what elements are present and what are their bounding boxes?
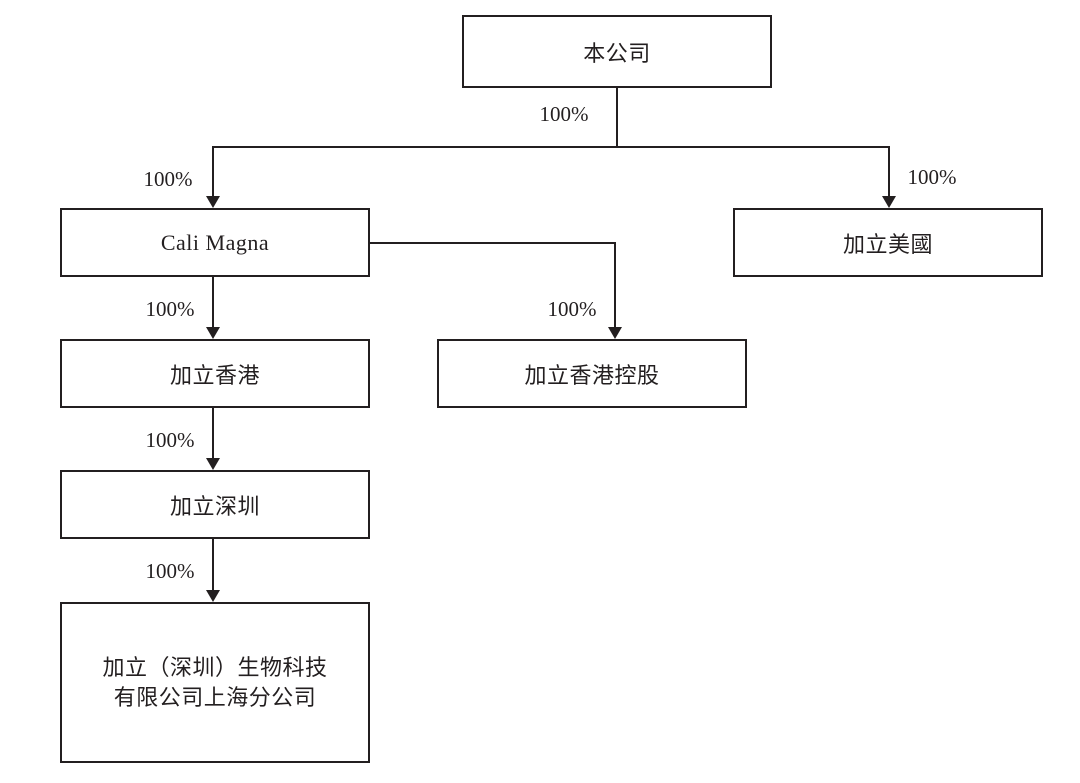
connector-shenzhen-down [212, 539, 214, 592]
arrowhead-into-cali-us [882, 196, 896, 208]
connector-down-to-cali-us [888, 146, 890, 198]
arrowhead-into-shanghai-branch [206, 590, 220, 602]
node-cali-hk: 加立香港 [60, 339, 370, 408]
connector-company-down [616, 88, 618, 148]
arrowhead-into-cali-shenzhen [206, 458, 220, 470]
connector-split-horizontal [212, 146, 890, 148]
edge-label-to-cali-magna: 100% [143, 167, 193, 191]
arrowhead-into-hk-holdings [608, 327, 622, 339]
edge-label-to-cali-hk: 100% [145, 297, 195, 321]
node-cali-us-label: 加立美國 [842, 231, 933, 257]
node-shanghai-branch: 加立（深圳）生物科技 有限公司上海分公司 [60, 602, 370, 763]
node-shanghai-branch-label-line1: 加立（深圳）生物科技 [102, 655, 328, 681]
edge-label-to-cali-us: 100% [907, 165, 957, 189]
node-shanghai-branch-label: 加立（深圳）生物科技 有限公司上海分公司 [102, 653, 327, 711]
node-cali-us: 加立美國 [733, 208, 1043, 277]
node-cali-hk-holdings: 加立香港控股 [437, 339, 747, 408]
connector-cali-magna-right [370, 242, 616, 244]
node-cali-magna-label: Cali Magna [160, 229, 270, 255]
node-parent-company: 本公司 [462, 15, 772, 88]
node-cali-magna: Cali Magna [60, 208, 370, 277]
node-cali-shenzhen-label: 加立深圳 [169, 493, 260, 519]
connector-hk-down [212, 408, 214, 460]
node-cali-hk-holdings-label: 加立香港控股 [524, 362, 660, 388]
edge-label-to-shanghai-branch: 100% [145, 559, 195, 583]
connector-down-to-hk-holdings [614, 242, 616, 329]
edge-label-to-hk-holdings: 100% [547, 297, 597, 321]
connector-down-to-cali-magna [212, 146, 214, 198]
node-cali-hk-label: 加立香港 [169, 362, 260, 388]
edge-label-to-cali-shenzhen: 100% [145, 428, 195, 452]
arrowhead-into-cali-magna [206, 196, 220, 208]
connector-cali-magna-down [212, 277, 214, 329]
node-cali-shenzhen: 加立深圳 [60, 470, 370, 539]
node-shanghai-branch-label-line2: 有限公司上海分公司 [113, 684, 317, 710]
arrowhead-into-cali-hk [206, 327, 220, 339]
node-parent-company-label: 本公司 [583, 40, 651, 66]
edge-label-company-split: 100% [539, 102, 589, 126]
